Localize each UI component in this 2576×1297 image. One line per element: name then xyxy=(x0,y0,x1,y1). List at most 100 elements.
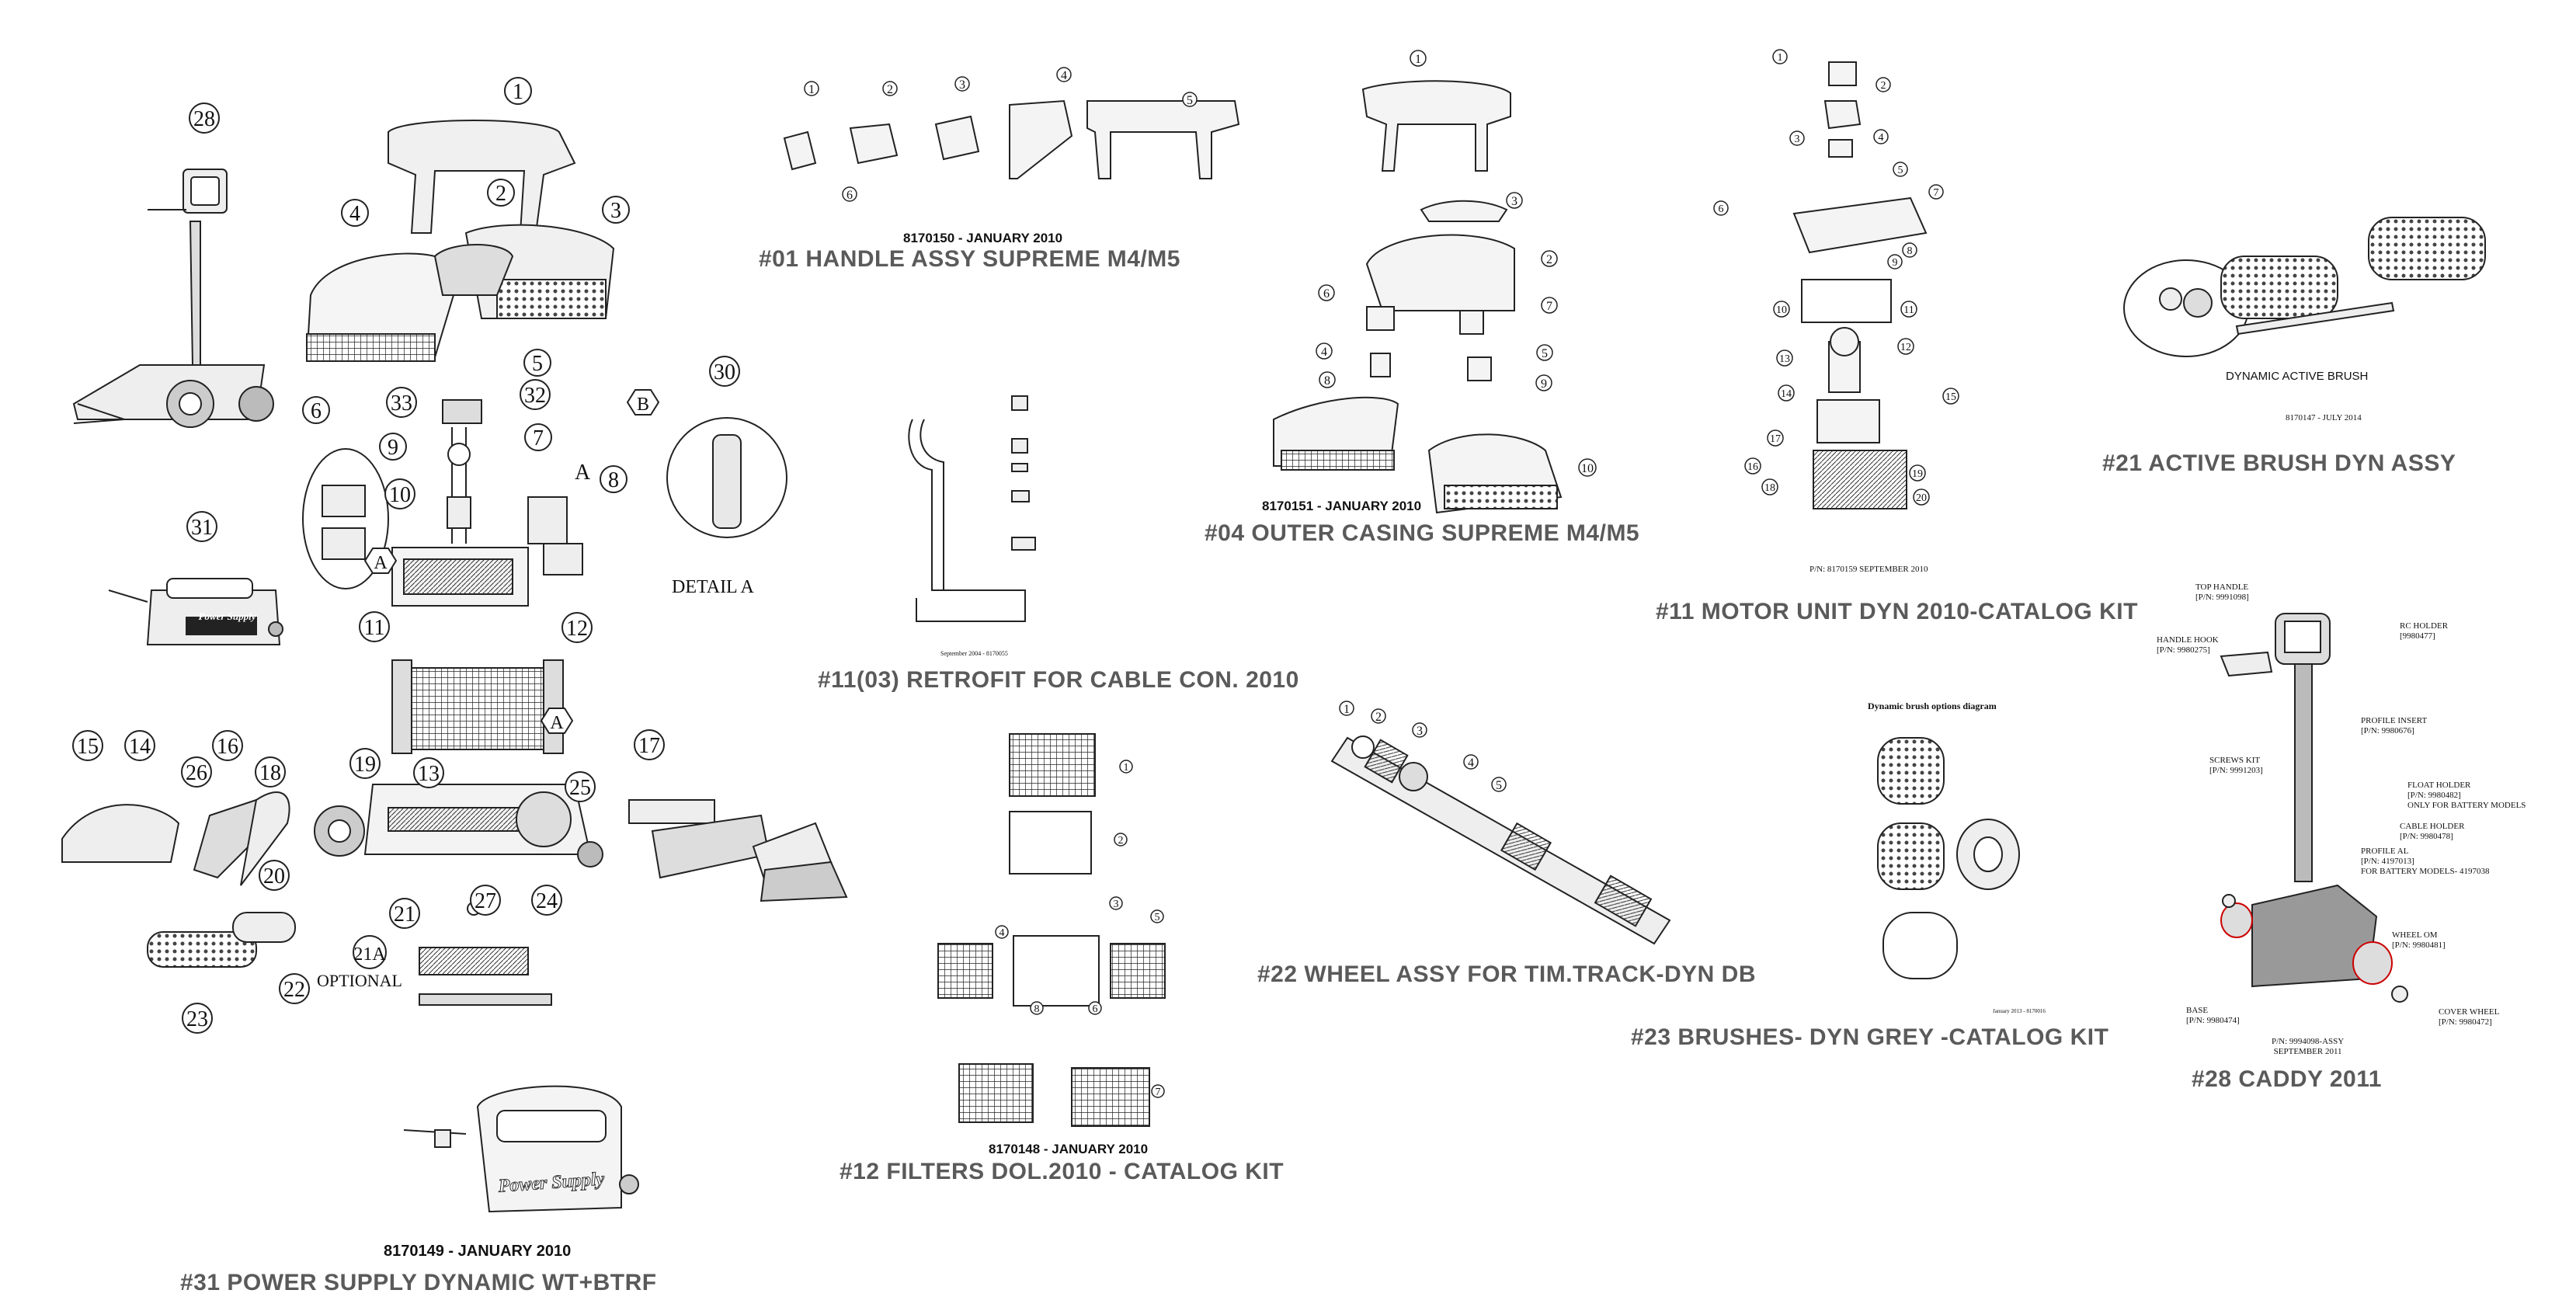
caddy-small-drawing xyxy=(72,169,274,428)
svg-text:4: 4 xyxy=(1321,346,1327,359)
svg-text:1: 1 xyxy=(808,83,815,96)
svg-text:17: 17 xyxy=(638,734,660,758)
svg-text:28: 28 xyxy=(193,107,215,131)
svg-text:11: 11 xyxy=(364,616,385,640)
caddy-title: #28 CADDY 2011 xyxy=(2192,1066,2382,1092)
outer-casing-code: 8170151 - JANUARY 2010 xyxy=(1262,499,1422,513)
svg-text:19: 19 xyxy=(354,753,376,777)
svg-text:7: 7 xyxy=(1546,300,1552,313)
svg-text:16: 16 xyxy=(217,735,238,759)
svg-text:9: 9 xyxy=(388,436,398,460)
callout-2: 2 xyxy=(487,179,515,207)
svg-text:22: 22 xyxy=(283,978,305,1002)
filters-code: 8170148 - JANUARY 2010 xyxy=(989,1142,1149,1156)
svg-text:3: 3 xyxy=(610,199,621,223)
callout-24: 24 xyxy=(531,885,562,916)
caddy-cable-holder-label: CABLE HOLDER[P/N: 9980478] xyxy=(2400,822,2465,841)
svg-text:1: 1 xyxy=(1415,53,1421,66)
svg-text:B: B xyxy=(637,395,649,415)
svg-text:5: 5 xyxy=(1496,779,1502,792)
letter-a-label: A xyxy=(575,461,591,485)
svg-text:10: 10 xyxy=(389,483,411,507)
callout-4: 4 xyxy=(341,199,369,227)
callout-11: 11 xyxy=(359,611,390,642)
svg-text:8: 8 xyxy=(1907,245,1913,257)
caddy-handle-hook-label: HANDLE HOOK[P/N: 9980275] xyxy=(2157,635,2219,655)
svg-text:26: 26 xyxy=(186,761,207,785)
active-brush-title: #21 ACTIVE BRUSH DYN ASSY xyxy=(2102,450,2456,476)
svg-text:2: 2 xyxy=(887,83,893,96)
caddy-top-handle-label: TOP HANDLE[P/N: 9991098] xyxy=(2195,582,2249,602)
caddy-profile-insert-label: PROFILE INSERT[P/N: 9980676] xyxy=(2361,716,2428,735)
caddy-float-holder-label: FLOAT HOLDER[P/N: 9980482]ONLY FOR BATTE… xyxy=(2407,781,2526,810)
svg-text:7: 7 xyxy=(1934,187,1939,199)
active-brush-code: 8170147 - JULY 2014 xyxy=(2286,413,2362,422)
svg-text:2: 2 xyxy=(1546,253,1552,266)
callout-28: 28 xyxy=(189,103,220,134)
caddy-wheel-om-label: WHEEL OM[P/N: 9980481] xyxy=(2392,930,2446,950)
svg-text:5: 5 xyxy=(1542,347,1548,360)
svg-text:20: 20 xyxy=(263,864,285,888)
callout-21a: 21A xyxy=(353,935,387,969)
svg-text:7: 7 xyxy=(1156,1087,1161,1098)
svg-text:21A: 21A xyxy=(353,944,386,965)
svg-text:10: 10 xyxy=(1581,462,1594,475)
svg-text:14: 14 xyxy=(129,735,151,759)
svg-text:6: 6 xyxy=(1093,1003,1098,1015)
svg-text:3: 3 xyxy=(959,78,965,92)
svg-text:9: 9 xyxy=(1541,377,1547,391)
svg-text:32: 32 xyxy=(524,384,546,408)
svg-text:1: 1 xyxy=(1124,762,1129,774)
svg-text:12: 12 xyxy=(566,617,588,641)
svg-text:16: 16 xyxy=(1747,461,1758,473)
outer-casing-callouts: 1 2 3 4 5 6 7 8 9 10 xyxy=(1316,50,1597,477)
svg-text:9: 9 xyxy=(1893,257,1898,269)
callout-3: 3 xyxy=(602,196,630,224)
svg-text:5: 5 xyxy=(1898,165,1903,176)
svg-text:2: 2 xyxy=(1118,835,1124,847)
svg-text:33: 33 xyxy=(391,391,412,416)
svg-text:2: 2 xyxy=(495,182,506,206)
callout-10: 10 xyxy=(384,478,415,509)
svg-text:3: 3 xyxy=(1417,725,1423,738)
handle-assy-title: #01 HANDLE ASSY SUPREME M4/M5 xyxy=(759,246,1180,272)
svg-text:14: 14 xyxy=(1781,388,1792,400)
svg-text:27: 27 xyxy=(475,889,496,913)
svg-text:1: 1 xyxy=(1778,52,1783,64)
brushes-diagram-title: Dynamic brush options diagram xyxy=(1868,701,1997,711)
callout-26: 26 xyxy=(181,756,212,788)
hex-b: B xyxy=(626,389,660,416)
svg-text:2: 2 xyxy=(1375,711,1382,724)
svg-text:6: 6 xyxy=(311,399,322,423)
active-brush-drawing xyxy=(2123,217,2486,357)
svg-text:7: 7 xyxy=(533,426,544,450)
callout-8: 8 xyxy=(600,465,627,493)
svg-text:30: 30 xyxy=(714,360,735,384)
caddy-base-label: BASE[P/N: 9980474] xyxy=(2186,1006,2240,1025)
detail-a-label: DETAIL A xyxy=(672,577,754,597)
svg-text:5: 5 xyxy=(1155,912,1160,923)
svg-text:15: 15 xyxy=(77,735,99,759)
callout-32: 32 xyxy=(520,379,551,410)
svg-text:4: 4 xyxy=(1061,69,1067,82)
motor-unit-title: #11 MOTOR UNIT DYN 2010-CATALOG KIT xyxy=(1656,599,2138,624)
svg-text:24: 24 xyxy=(536,889,558,913)
caddy-screws-kit-label: SCREWS KIT[P/N: 9991203] xyxy=(2209,756,2263,775)
motor-unit-callouts: 1 2 3 4 5 6 7 8 9 10 11 12 13 14 15 16 1… xyxy=(1713,49,1959,506)
caddy-profile-al-label: PROFILE AL[P/N: 4197013]FOR BATTERY MODE… xyxy=(2361,847,2490,876)
filters-title: #12 FILTERS DOL.2010 - CATALOG KIT xyxy=(840,1159,1285,1184)
power-supply-code: 8170149 - JANUARY 2010 xyxy=(384,1243,572,1260)
svg-text:8: 8 xyxy=(1034,1003,1040,1015)
svg-text:8: 8 xyxy=(608,468,619,492)
svg-text:2: 2 xyxy=(1881,80,1886,92)
callout-33: 33 xyxy=(386,387,417,418)
callout-22: 22 xyxy=(279,973,310,1004)
callout-31: 31 xyxy=(186,511,217,542)
svg-text:3: 3 xyxy=(1795,134,1800,145)
svg-text:3: 3 xyxy=(1114,899,1119,910)
callout-16: 16 xyxy=(212,730,243,761)
callout-6: 6 xyxy=(302,396,330,424)
caddy-rc-holder-label: RC HOLDER[9980477] xyxy=(2400,621,2449,641)
outer-casing-drawing xyxy=(1273,80,1563,514)
